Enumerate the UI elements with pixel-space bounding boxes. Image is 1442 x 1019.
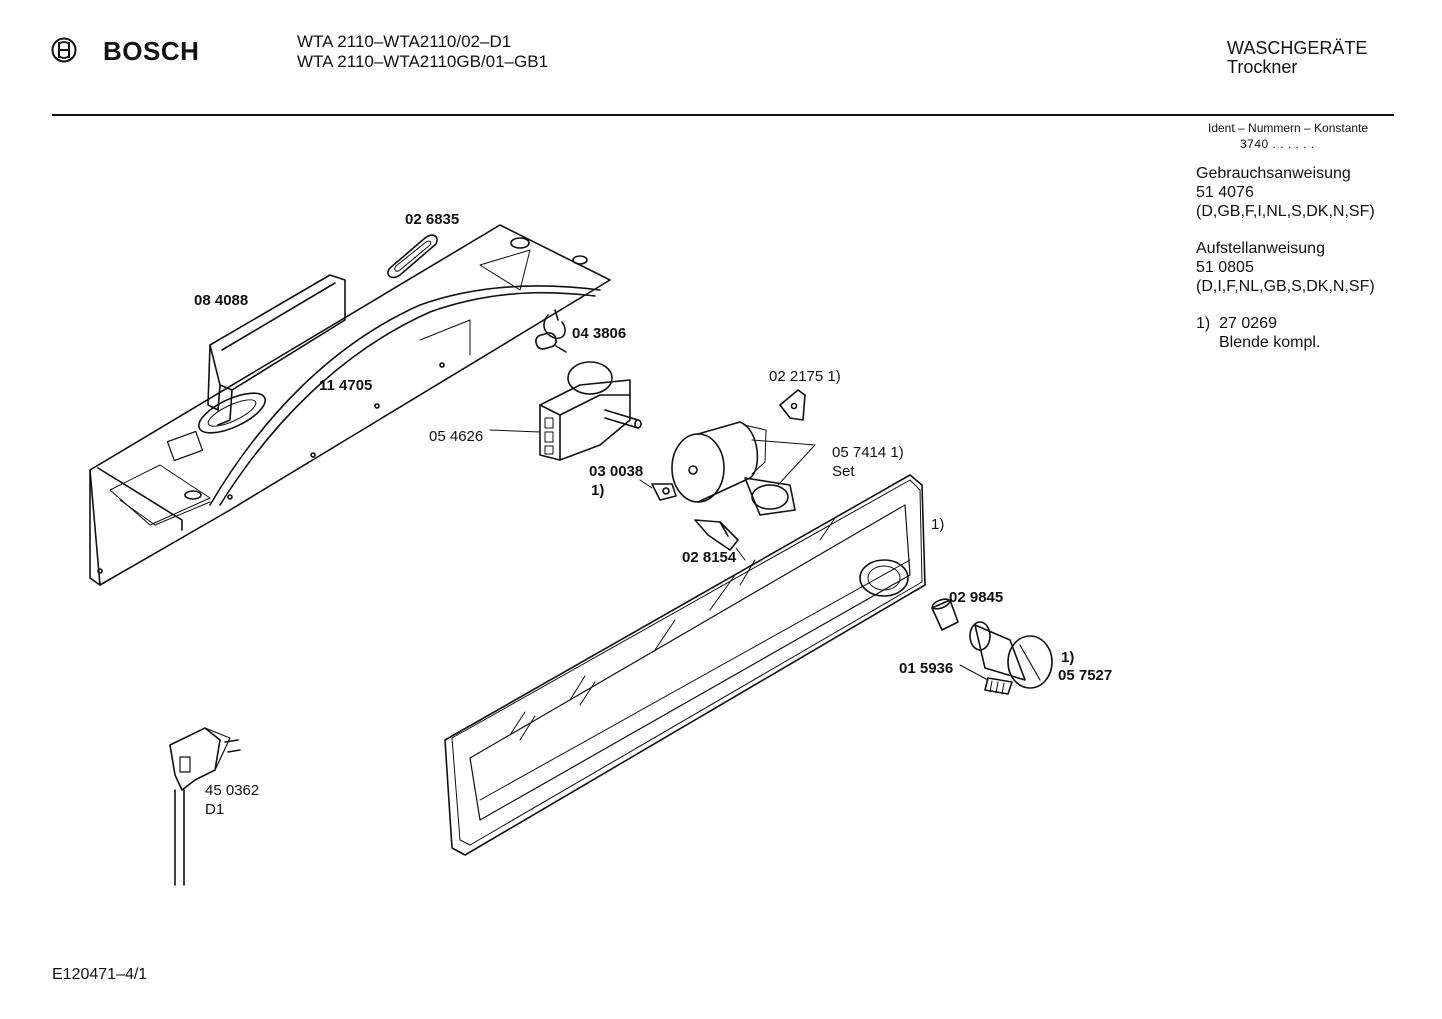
brand-name: BOSCH <box>103 36 200 66</box>
knob-part <box>969 621 1053 689</box>
part-label-030038: 03 0038 <box>589 463 644 480</box>
drum-gear-set-part <box>671 421 796 516</box>
install-number: 51 0805 <box>1196 259 1254 276</box>
note-number: 27 0269 <box>1219 315 1277 332</box>
control-panel-fascia <box>444 474 926 856</box>
part-label-084088: 08 4088 <box>194 292 249 309</box>
drawing-id: E120471–4/1 <box>52 966 148 983</box>
part-label-114705: 11 4705 <box>319 377 373 394</box>
header-rule <box>52 114 1394 116</box>
note-text: Blende kompl. <box>1219 334 1321 351</box>
part-label-043806: 04 3806 <box>572 325 627 342</box>
manual-langs: (D,GB,F,I,NL,S,DK,N,SF) <box>1196 203 1375 220</box>
note-block: 1) 27 0269 Blende kompl. <box>1196 314 1320 352</box>
note-line-1: 1) 27 0269 <box>1196 314 1320 333</box>
manual-title: Gebrauchsanweisung <box>1196 165 1351 182</box>
product-category: WASCHGERÄTE Trockner <box>1227 39 1367 77</box>
control-panel-carrier-frame <box>89 224 611 586</box>
part-label-450362: 45 0362 <box>205 782 260 799</box>
category-line-1: WASCHGERÄTE <box>1227 38 1368 58</box>
oval-gasket-part <box>387 234 438 279</box>
screw-part <box>984 677 1013 695</box>
part-label-015936: 01 5936 <box>899 660 954 677</box>
small-bracket-part <box>779 389 806 421</box>
category-line-2: Trockner <box>1227 57 1298 77</box>
part-label-057527: 05 7527 <box>1058 667 1113 684</box>
sleeve-part <box>931 598 959 631</box>
leader-lines <box>489 429 989 681</box>
timer-motor-part <box>539 361 642 461</box>
part-label-029845: 02 9845 <box>949 589 1004 606</box>
model-designations: WTA 2110–WTA2110/02–D1 WTA 2110–WTA2110G… <box>297 32 548 72</box>
panel-note: 1) <box>931 516 945 533</box>
manual-number: 51 4076 <box>1196 184 1254 201</box>
part-label-054626: 05 4626 <box>429 428 484 445</box>
part-label-030038-note: 1) <box>591 482 605 499</box>
part-label-026835: 02 6835 <box>405 211 460 228</box>
part-label-022175: 02 2175 1) <box>769 368 841 385</box>
part-label-028154: 02 8154 <box>682 549 737 566</box>
bosch-armature-logo-icon <box>51 37 77 63</box>
note-marker: 1) <box>1196 315 1211 332</box>
ident-label: Ident – Nummern – Konstante <box>1208 121 1369 135</box>
part-label-450362-variant: D1 <box>205 801 225 818</box>
small-clip-part <box>651 483 677 501</box>
model-line-1: WTA 2110–WTA2110/02–D1 <box>297 32 512 51</box>
part-label-057414: 05 7414 1) <box>832 444 904 461</box>
ident-code: 3740 . . . . . . <box>1240 137 1315 151</box>
part-label-057527-note: 1) <box>1061 649 1075 666</box>
install-title: Aufstellanweisung <box>1196 240 1325 257</box>
manual-block: Gebrauchsanweisung 51 4076 (D,GB,F,I,NL,… <box>1196 164 1375 221</box>
install-block: Aufstellanweisung 51 0805 (D,I,F,NL,GB,S… <box>1196 239 1375 296</box>
wire-connector-part <box>535 309 567 353</box>
mains-plug-part <box>169 727 241 886</box>
install-langs: (D,I,F,NL,GB,S,DK,N,SF) <box>1196 278 1375 295</box>
model-line-2: WTA 2110–WTA2110GB/01–GB1 <box>297 52 549 71</box>
side-bracket-part <box>207 274 346 426</box>
lamp-part <box>694 519 739 551</box>
part-label-057414-set: Set <box>832 463 855 480</box>
